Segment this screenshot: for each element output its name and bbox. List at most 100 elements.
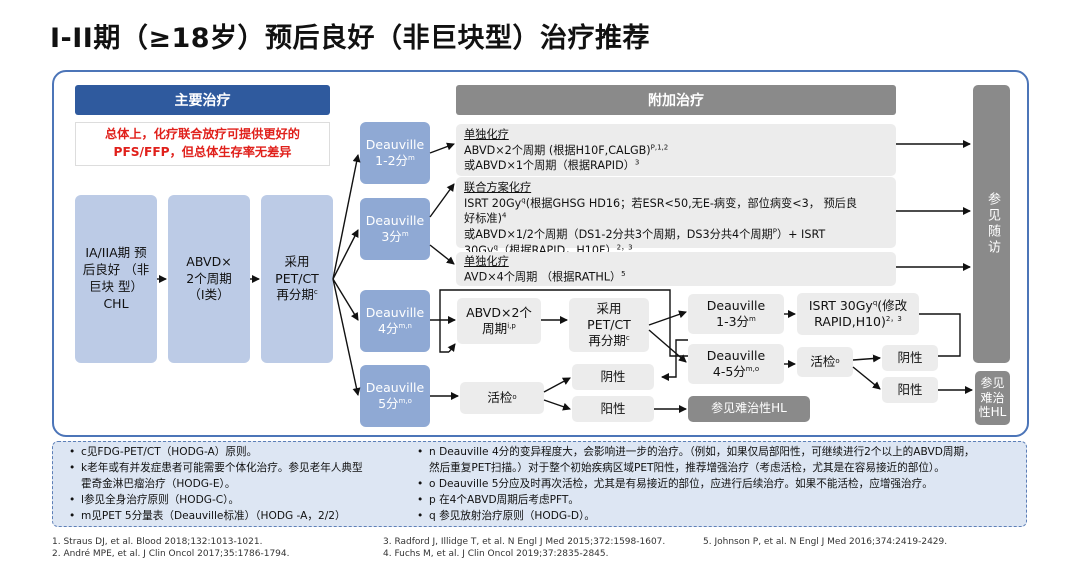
references-col-3: 5. Johnson P, et al. N Engl J Med 2016;3… [703, 537, 947, 549]
footnote-continuation: 然后重复PET扫描。）对于整个初始疾病区域PET阳性，推荐增强治疗（考虑活检，尤… [429, 461, 945, 474]
option-text: AVD×4个周期 （根据RATHL） [464, 270, 622, 284]
connector [919, 313, 961, 357]
stage-box: IA/IIA期 预后良好 （非巨块 型） CHL [75, 195, 157, 363]
footnote-mark: P [772, 227, 777, 236]
footnote-item: q 参见放射治疗原则（HODG-D）。 [417, 509, 1022, 525]
summary-note: 总体上，化疗联合放疗可提供更好的 PFS/FFP，但总体生存率无差异 [75, 122, 330, 166]
biopsy-text: 活检 [487, 389, 513, 405]
arrow [332, 278, 359, 321]
deauville-label: Deauville [365, 137, 425, 153]
deauville-label: Deauville [706, 297, 766, 313]
arrow [852, 366, 881, 390]
footnote-item: c见FDG-PET/CT（HODG-A）原则。 [69, 445, 429, 461]
d5-negative-box: 阴性 [572, 364, 654, 390]
arrow [429, 142, 455, 154]
d5-refractory-box: 参见难治性HL [688, 396, 810, 422]
deauville-label: Deauville [365, 305, 425, 321]
footnote-mark: q [521, 195, 526, 204]
arrow [648, 329, 687, 363]
reference-item: 3. Radford J, Illidge T, et al. N Engl J… [383, 537, 666, 547]
deauville-1-2-box: Deauville 1-2分m [360, 122, 430, 184]
option-text: ISRT 20Gy [464, 196, 522, 210]
option-text: ABVD×2个周期 (根据H10F,CALGB) [464, 143, 651, 157]
footnote-item: k老年或有并发症患者可能需要个体化治疗。参见老年人典型 [69, 461, 429, 477]
deauville-5-box: Deauville 5分m,o [360, 365, 430, 427]
option-heading: 单独化疗 [464, 128, 509, 141]
footnote-item: 霍奇金淋巴瘤治疗（HODG-E）。 [69, 477, 429, 493]
d4-abvd-text: ABVD×2个 [466, 304, 532, 320]
deauville-label: Deauville [706, 347, 766, 363]
option-chemo-alone-avd: 单独化疗 AVD×4个周期 （根据RATHL）5 [456, 252, 896, 286]
footnote-mark: P,1,2 [650, 142, 669, 151]
arrow [429, 244, 455, 265]
option-chemo-alone-abvd: 单独化疗 ABVD×2个周期 (根据H10F,CALGB)P,1,2 或ABVD… [456, 124, 896, 176]
option-combined-modality: 联合方案化疗 ISRT 20Gyq(根据GHSG HD16；若ESR<50,无E… [456, 177, 896, 257]
deauville-score: 3分 [381, 229, 402, 244]
d4-deauville-4-5-box: Deauville 4-5分m,o [688, 344, 784, 384]
option-text: (根据GHSG HD16；若ESR<50,无E-病变，部位病变<3， 预后良 [525, 196, 858, 210]
option-text: 或ABVD×1/2个周期（DS1-2分共3个周期，DS3分共4个周期 [464, 228, 773, 242]
loop-connector [439, 289, 688, 357]
footnote-item: p 在4个ABVD周期后考虑PFT。 [417, 493, 1022, 509]
footnote-mark: m,o [398, 396, 412, 405]
summary-note-line: 总体上，化疗联合放疗可提供更好的 [105, 127, 300, 141]
deauville-label: Deauville [365, 380, 425, 396]
isrt-text: (修改 [877, 297, 908, 313]
references-col-1: 1. Straus DJ, et al. Blood 2018;132:1013… [52, 537, 290, 560]
d4-abvd-text: 周期 [482, 321, 508, 336]
deauville-score: 5分 [378, 396, 399, 411]
footnote-continuation: 霍奇金淋巴瘤治疗（HODG-E）。 [81, 477, 236, 490]
restage-line: PET/CT [275, 270, 319, 286]
isrt-30gy-box: ISRT 30Gyq(修改 RAPID,H10)2，3 [797, 293, 919, 335]
refractory-hl-box: 参见 难治 性HL [975, 371, 1010, 425]
footnote-item: l参见全身治疗原则（HODG-C）。 [69, 493, 429, 509]
isrt-text: ISRT 30Gy [808, 297, 873, 313]
option-text: ）+ ISRT [776, 228, 826, 242]
footnote-mark: m,n [398, 321, 412, 330]
footnote-mark: i,p [507, 321, 516, 330]
arrow [332, 229, 359, 280]
footnote-item: n Deauville 4分的变异程度大，会影响进一步的治疗。（例如，如果仅局部… [417, 445, 1022, 461]
arrow [661, 339, 688, 381]
arrow [429, 183, 455, 218]
deauville-score: 4分 [378, 321, 399, 336]
additional-treatment-header: 附加治疗 [456, 85, 896, 115]
footnote-mark: 3 [634, 158, 640, 167]
biopsy-text: 活检 [810, 353, 836, 369]
restage-box: 采用 PET/CT 再分期c [261, 195, 333, 363]
restage-text: PET/CT [587, 316, 631, 332]
d5-positive-box: 阳性 [572, 396, 654, 422]
abvd-line: 2个周期 [186, 270, 232, 286]
arrow [543, 399, 571, 411]
footnote-mark: 4 [501, 211, 507, 220]
reference-item: 5. Johnson P, et al. N Engl J Med 2016;3… [703, 537, 948, 547]
footnote-mark: m [408, 153, 415, 162]
d4-negative-box: 阴性 [882, 345, 938, 371]
footnote-mark: q [872, 298, 878, 307]
restage-text: 再分期 [588, 333, 626, 349]
page-title: I-II期（≥18岁）预后良好（非巨块型）治疗推荐 [50, 23, 651, 54]
footnote-mark: o [835, 357, 840, 366]
deauville-score: 1-2分 [375, 153, 409, 168]
footnote-mark: c [313, 288, 318, 297]
option-text: 或ABVD×1个周期（根据RAPID） [464, 159, 635, 173]
arrow [332, 278, 361, 396]
arrow [648, 310, 687, 326]
footnote-mark: c [625, 333, 630, 342]
restage-line: 再分期c [276, 287, 317, 304]
deauville-label: Deauville [365, 213, 425, 229]
option-heading: 单独化疗 [464, 255, 509, 268]
arrow [447, 343, 456, 353]
references-col-2: 3. Radford J, Illidge T, et al. N Engl J… [383, 537, 665, 560]
footnote-mark: 2，3 [616, 242, 633, 251]
arrow [332, 154, 361, 280]
arrow [543, 377, 571, 393]
d4-positive-box: 阳性 [882, 377, 938, 403]
deauville-3-box: Deauville 3分m [360, 198, 430, 260]
deauville-4-box: Deauville 4分m,n [360, 290, 430, 352]
footnote-item: 然后重复PET扫描。）对于整个初始疾病区域PET阳性，推荐增强治疗（考虑活检，尤… [417, 461, 1022, 477]
primary-treatment-header: 主要治疗 [75, 85, 330, 115]
option-heading: 联合方案化疗 [464, 181, 532, 194]
footnote-mark: m,o [745, 364, 760, 373]
restage-text: 采用 [596, 300, 622, 316]
